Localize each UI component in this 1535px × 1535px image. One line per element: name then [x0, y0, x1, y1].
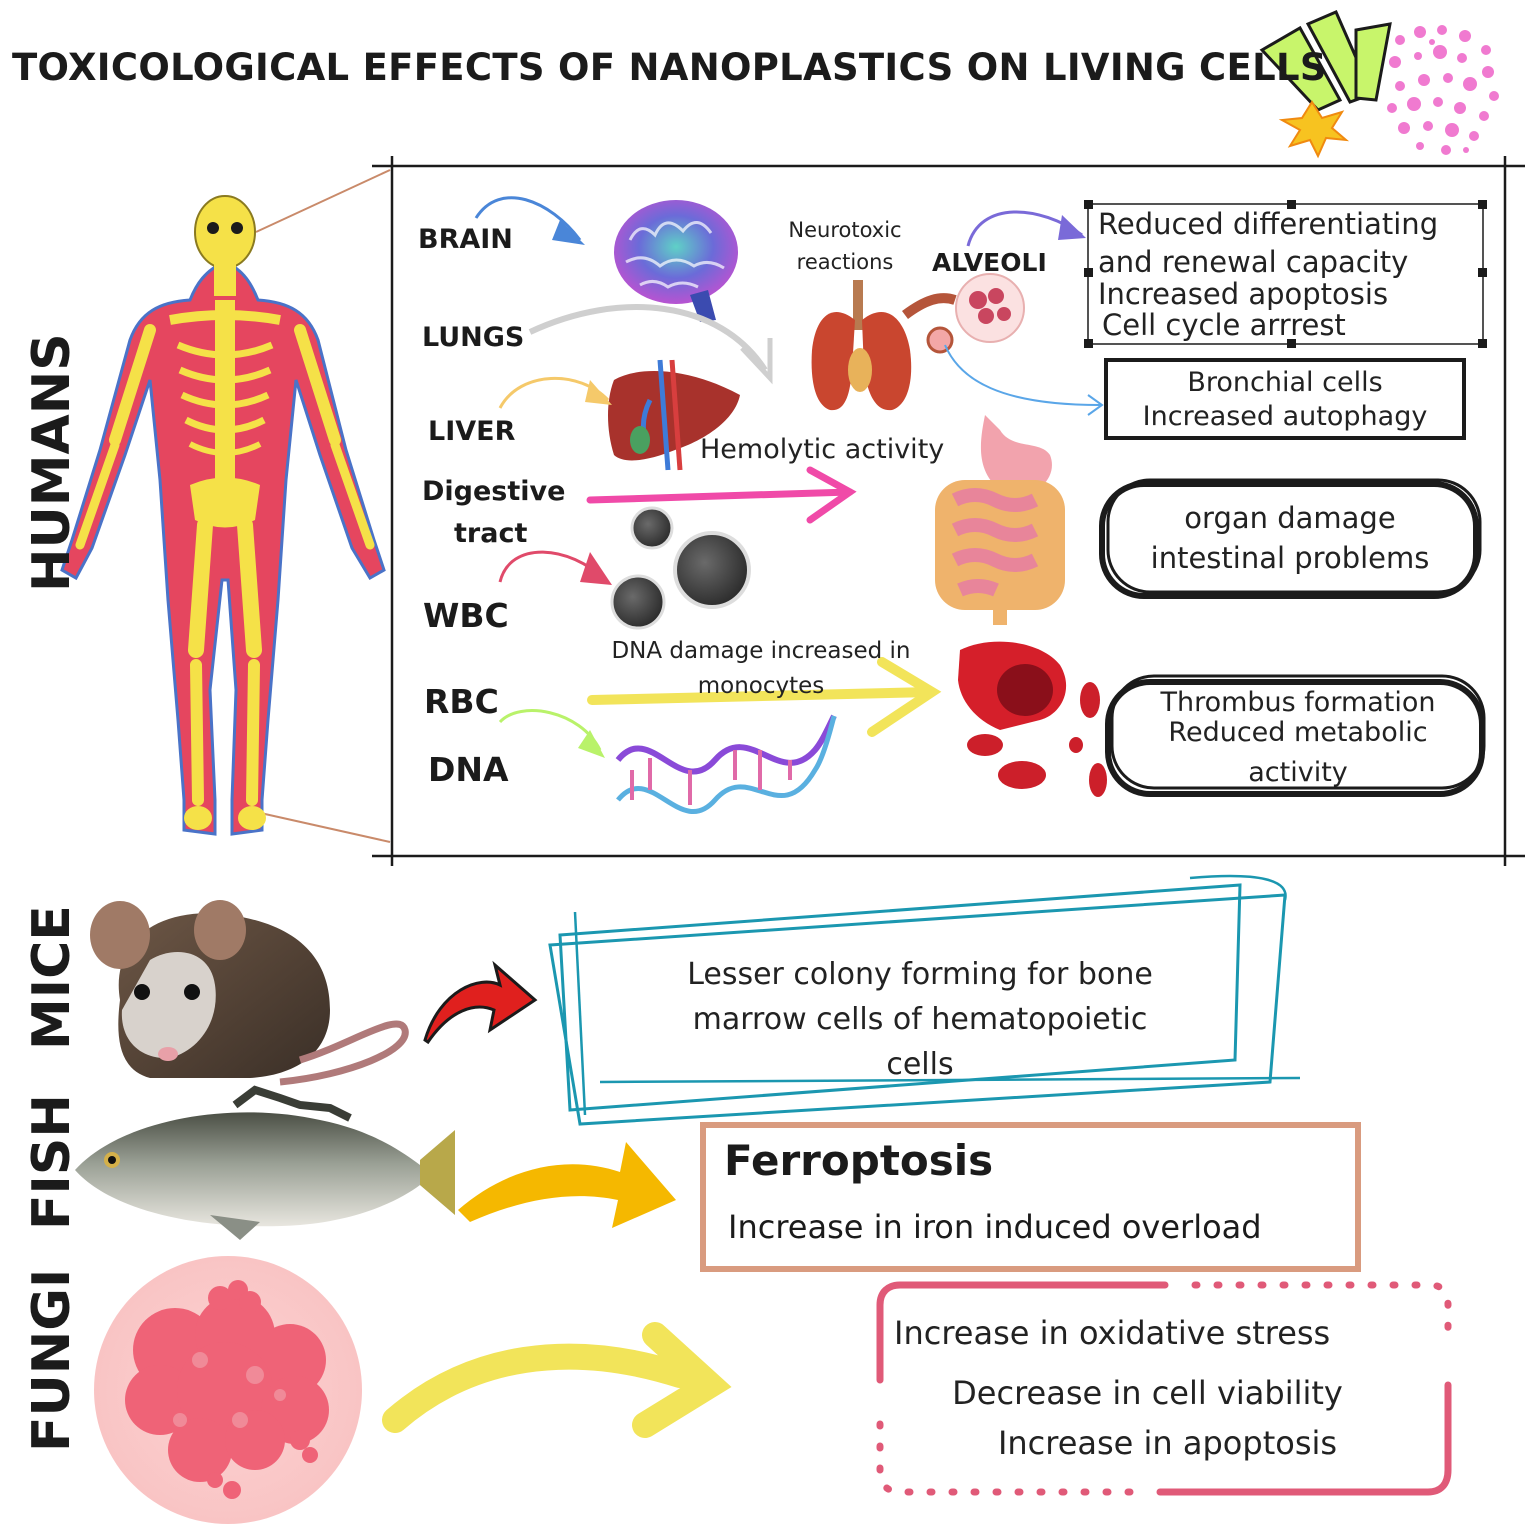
- wbc-illustration: [610, 506, 751, 630]
- fungi-effect-box: [876, 1281, 1452, 1496]
- dna-arrow: [498, 709, 605, 758]
- wbc-arrow: [498, 550, 612, 585]
- rbc-arrow: [587, 657, 942, 737]
- fungi-illustration: [94, 1256, 362, 1524]
- liver-illustration: [608, 359, 740, 471]
- lungs-arrow: [528, 304, 773, 385]
- mice-arrow: [423, 960, 538, 1045]
- bronchial-effects-text: Bronchial cells Increased autophagy: [1142, 367, 1428, 432]
- fish-arrow: [458, 1142, 676, 1228]
- digestive-arrow: [586, 466, 857, 524]
- pink-dots-decoration: [1387, 25, 1499, 155]
- alveoli-arrow: [966, 210, 1086, 247]
- label-mice: MICE: [22, 905, 82, 1050]
- note-neurotoxic: Neurotoxic reactions: [788, 218, 902, 274]
- organ-digestive-line1: Digestive: [422, 476, 566, 507]
- organ-digestive-line2: tract: [454, 518, 528, 549]
- fish-effect-box: [700, 1122, 1361, 1272]
- mice-effect-box: [548, 874, 1301, 1126]
- mice-effects-text: Lesser colony forming for bone marrow ce…: [687, 957, 1153, 1082]
- fungi-arrow: [382, 1322, 732, 1438]
- organ-liver: LIVER: [428, 416, 516, 447]
- bronchial-effect-box: [1104, 358, 1466, 440]
- digestive-effect-box: [1099, 478, 1482, 599]
- label-fungi: FUNGI: [22, 1268, 82, 1452]
- organ-brain: BRAIN: [418, 224, 513, 255]
- digestive-illustration: [935, 415, 1065, 625]
- brain-arrow: [474, 196, 585, 245]
- liver-arrow: [498, 377, 612, 409]
- fungi-effects-text: Increase in oxidative stress Decrease in…: [894, 1314, 1343, 1462]
- fish-effect-title: Ferroptosis: [724, 1136, 994, 1185]
- fish-effect-text: Increase in iron induced overload: [728, 1208, 1262, 1246]
- burst-decoration: [1259, 10, 1392, 159]
- rbc-effects-text: Thrombus formation Reduced metabolic act…: [1160, 687, 1436, 788]
- organ-lungs: LUNGS: [422, 322, 525, 353]
- label-humans: HUMANS: [22, 333, 82, 592]
- organ-dna: DNA: [428, 750, 509, 789]
- label-fish: FISH: [22, 1094, 82, 1230]
- fish-illustration: [75, 1085, 455, 1240]
- rbc-effect-box: [1105, 674, 1486, 797]
- mouse-illustration: [90, 900, 409, 1086]
- lungs-illustration: [811, 280, 912, 411]
- organ-wbc: WBC: [423, 596, 509, 635]
- note-dna-damage: DNA damage increased in monocytes: [611, 638, 911, 699]
- alveoli-illustration: [902, 273, 1025, 354]
- organ-rbc: RBC: [424, 682, 499, 721]
- digestive-effects-text: organ damage intestinal problems: [1150, 501, 1430, 575]
- alveoli-effect-box: [1084, 200, 1487, 348]
- page-title: TOXICOLOGICAL EFFECTS OF NANOPLASTICS ON…: [12, 46, 1327, 89]
- bronchial-arrow: [944, 344, 1104, 416]
- humans-panel-frame: [255, 156, 1525, 866]
- human-body-figure: [60, 195, 386, 836]
- note-hemolytic: Hemolytic activity: [700, 434, 945, 465]
- dna-illustration: [615, 714, 837, 815]
- rbc-illustration: [958, 641, 1107, 797]
- brain-illustration: [614, 200, 738, 322]
- organ-alveoli: ALVEOLI: [932, 248, 1047, 277]
- alveoli-effects-text: Reduced differentiating and renewal capa…: [1098, 207, 1439, 342]
